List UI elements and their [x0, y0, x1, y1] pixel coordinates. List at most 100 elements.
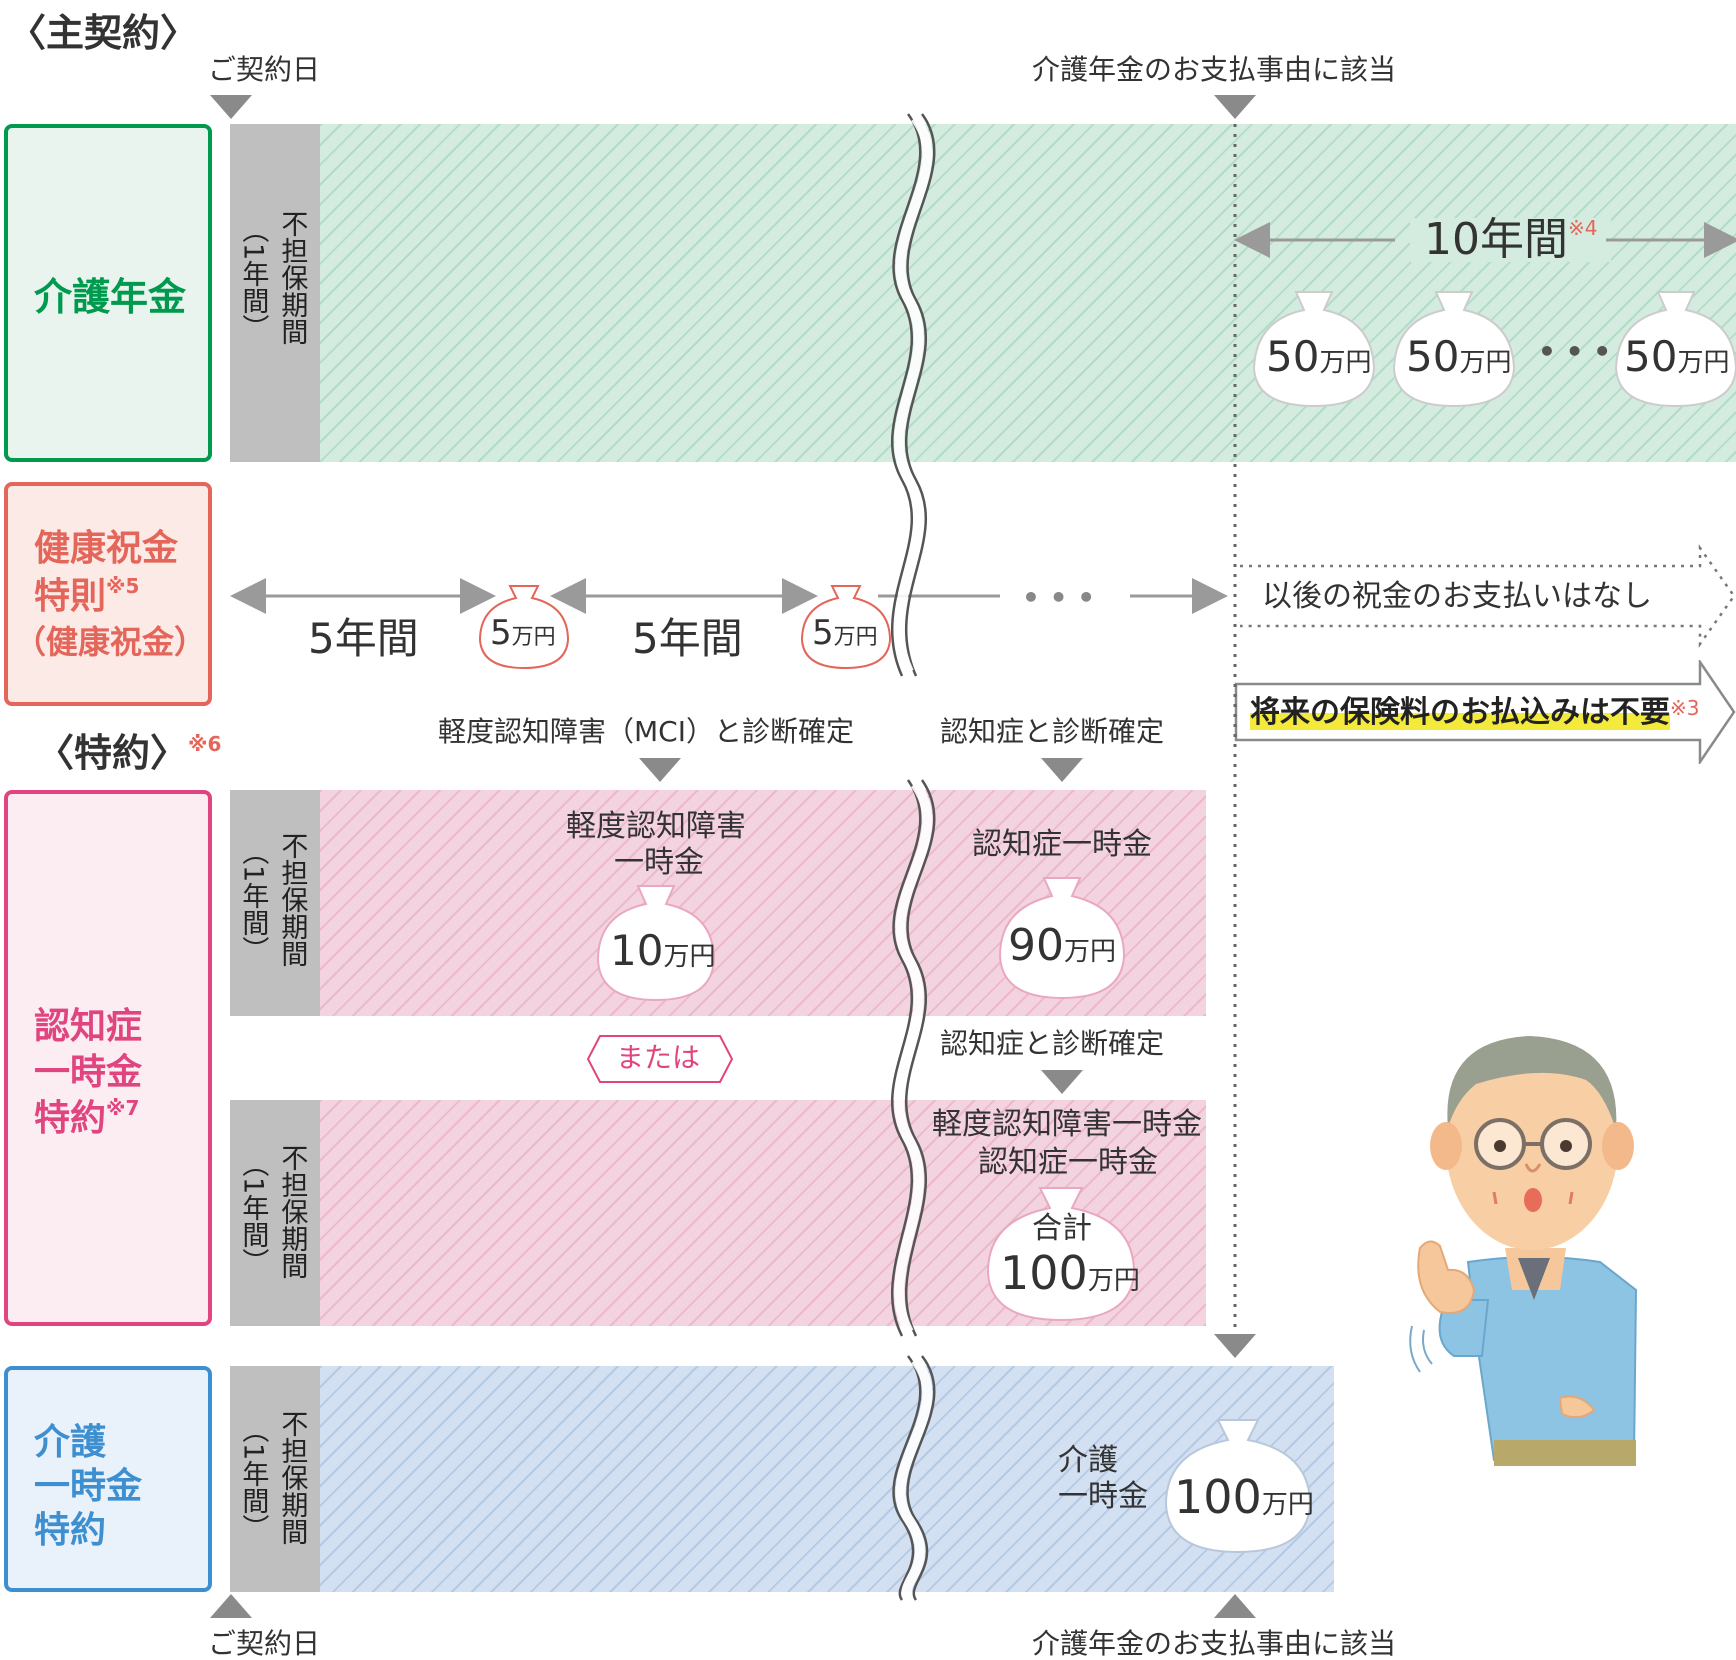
dementia-diagnosis-event-2: 認知症と診断確定 — [940, 1027, 1165, 1060]
mci-diagnosis-event: 軽度認知障害（MCI）と診断確定 — [438, 715, 854, 748]
premium-waiver-text: 将来の保険料のお払込みは不要※3 — [1250, 695, 1700, 730]
both-benefit-line2: 認知症一時金 — [978, 1145, 1158, 1180]
total-label: 合計 — [1032, 1211, 1092, 1246]
health-bonus-name-note: ※5 — [106, 574, 140, 598]
health-bonus-interval-1: 5年間 — [308, 614, 419, 663]
bag-unit: 万円 — [1319, 348, 1372, 378]
both-benefit-line1: 軽度認知障害一時金 — [932, 1107, 1202, 1142]
dementia-b-noncoverage-bar — [230, 1100, 320, 1326]
dementia-rider-name-line3: 特約※7 — [34, 1096, 139, 1141]
care-event-arrow-bottom — [1214, 1594, 1256, 1618]
care-lump-benefit-line1: 介護 — [1058, 1443, 1118, 1478]
health-bonus-after: 以後の祝金のお支払いはなし — [1262, 579, 1652, 614]
health-bonus-interval-2: 5年間 — [632, 614, 743, 663]
care-lump-benefit-line2: 一時金 — [1058, 1479, 1148, 1514]
care-pension-noncoverage-years: （1年間） — [237, 216, 269, 342]
care-lump-name-line2: 一時金 — [34, 1466, 143, 1507]
bag-amount: 5 — [812, 613, 834, 653]
premium-waiver-note: ※3 — [1670, 696, 1700, 720]
health-bonus-bag-2: 5万円 — [800, 584, 892, 670]
bag-unit: 万円 — [1677, 348, 1730, 378]
bag-amount: 90 — [1008, 920, 1064, 971]
care-pension-period-note: ※4 — [1568, 216, 1598, 240]
premium-waiver-arrow: 将来の保険料のお払込みは不要※3 — [1234, 657, 1736, 767]
bag-unit: 万円 — [663, 942, 716, 972]
total-money-bag: 合計 100万円 — [986, 1186, 1140, 1322]
dementia-diagnosis-arrow-2 — [1041, 1070, 1083, 1094]
main-contract-heading: 〈主契約〉 — [8, 11, 199, 55]
dementia-a-noncoverage-label: 不担保期間 — [276, 832, 308, 967]
care-event-arrow-top — [1214, 95, 1256, 119]
bag-amount: 50 — [1266, 332, 1320, 381]
care-lump-money-bag: 100万円 — [1164, 1418, 1314, 1554]
bag-unit: 万円 — [1064, 937, 1117, 967]
bag-unit: 万円 — [833, 625, 878, 650]
dementia-rider-name-line3-text: 特約 — [34, 1098, 107, 1139]
care-pension-name: 介護年金 — [34, 275, 187, 319]
mci-benefit-line2: 一時金 — [614, 845, 704, 880]
contract-day-arrow-bottom — [210, 1594, 252, 1618]
care-pension-ellipsis: • • • — [1538, 335, 1612, 368]
dementia-rider-label-box: 認知症 一時金 特約※7 — [4, 790, 212, 1326]
dementia-money-bag: 90万円 — [998, 876, 1126, 1000]
rider-heading: 〈特約〉※6 — [36, 734, 221, 772]
money-bag-50-3: 50万円 — [1614, 290, 1736, 408]
care-lump-noncoverage-bar — [230, 1366, 320, 1592]
contract-day-arrow-top — [210, 95, 252, 119]
dementia-rider-name-line1: 認知症 — [34, 1006, 143, 1047]
dementia-a-noncoverage-years: （1年間） — [237, 838, 269, 964]
bag-unit: 万円 — [511, 625, 556, 650]
or-tag-text: または — [616, 1041, 701, 1074]
dementia-b-noncoverage-years: （1年間） — [237, 1150, 269, 1276]
dementia-rider-name-note: ※7 — [106, 1096, 140, 1120]
health-bonus-name-line2: 特則※5 — [34, 574, 139, 619]
money-bag-50-1: 50万円 — [1252, 290, 1376, 408]
care-lump-name-line1: 介護 — [34, 1422, 107, 1463]
dementia-benefit: 認知症一時金 — [972, 827, 1152, 862]
health-bonus-dots: • • • — [1022, 581, 1096, 614]
mci-money-bag: 10万円 — [596, 884, 716, 1002]
rider-heading-text: 〈特約〉 — [36, 731, 189, 775]
premium-waiver-text-main: 将来の保険料のお払込みは不要 — [1250, 695, 1670, 730]
bag-amount: 50 — [1406, 332, 1460, 381]
care-pension-period-text: 10年間 — [1424, 214, 1568, 265]
care-pension-band — [320, 124, 1736, 462]
dementia-diagnosis-event-1: 認知症と診断確定 — [940, 715, 1165, 748]
or-tag: または — [586, 1034, 734, 1084]
elderly-man-illustration — [1409, 1036, 1638, 1466]
care-event-arrow-mid — [1214, 1334, 1256, 1358]
bag-unit: 万円 — [1087, 1266, 1140, 1296]
care-pension-noncoverage-bar — [230, 124, 320, 462]
bag-amount: 100 — [1174, 1470, 1262, 1524]
bag-amount: 50 — [1624, 332, 1678, 381]
dementia-rider-name-line2: 一時金 — [34, 1052, 143, 1093]
mci-benefit-line1: 軽度認知障害 — [566, 809, 746, 844]
dementia-b-noncoverage-label: 不担保期間 — [276, 1144, 308, 1279]
bag-unit: 万円 — [1459, 348, 1512, 378]
money-bag-50-2: 50万円 — [1392, 290, 1516, 408]
care-pension-noncoverage-label: 不担保期間 — [276, 210, 308, 345]
care-lump-noncoverage-label: 不担保期間 — [276, 1410, 308, 1545]
bag-amount: 100 — [1000, 1246, 1088, 1300]
bag-amount: 10 — [610, 926, 664, 975]
health-bonus-bag-1: 5万円 — [478, 584, 570, 670]
care-event-label-bottom: 介護年金のお支払事由に該当 — [1032, 1627, 1397, 1660]
care-pension-period: 10年間※4 — [1410, 216, 1612, 262]
care-pension-label-box: 介護年金 — [4, 124, 212, 462]
health-bonus-label-box: 健康祝金 特則※5 （健康祝金） — [4, 482, 212, 706]
care-event-label-top: 介護年金のお支払事由に該当 — [1032, 53, 1397, 86]
care-lump-noncoverage-years: （1年間） — [237, 1416, 269, 1542]
care-lump-label-box: 介護 一時金 特約 — [4, 1366, 212, 1592]
care-lump-name-line3: 特約 — [34, 1510, 107, 1551]
health-bonus-name-line3: （健康祝金） — [14, 623, 207, 661]
bag-amount: 5 — [490, 613, 512, 653]
rider-heading-note: ※6 — [188, 732, 222, 756]
mci-diagnosis-arrow — [639, 758, 681, 782]
health-bonus-name-line1: 健康祝金 — [34, 528, 179, 569]
contract-day-label-top: ご契約日 — [208, 53, 321, 86]
care-lump-band — [320, 1366, 1334, 1592]
dementia-diagnosis-arrow-1 — [1041, 758, 1083, 782]
bag-unit: 万円 — [1261, 1490, 1314, 1520]
dementia-a-noncoverage-bar — [230, 790, 320, 1016]
contract-day-label-bottom: ご契約日 — [208, 1627, 321, 1660]
